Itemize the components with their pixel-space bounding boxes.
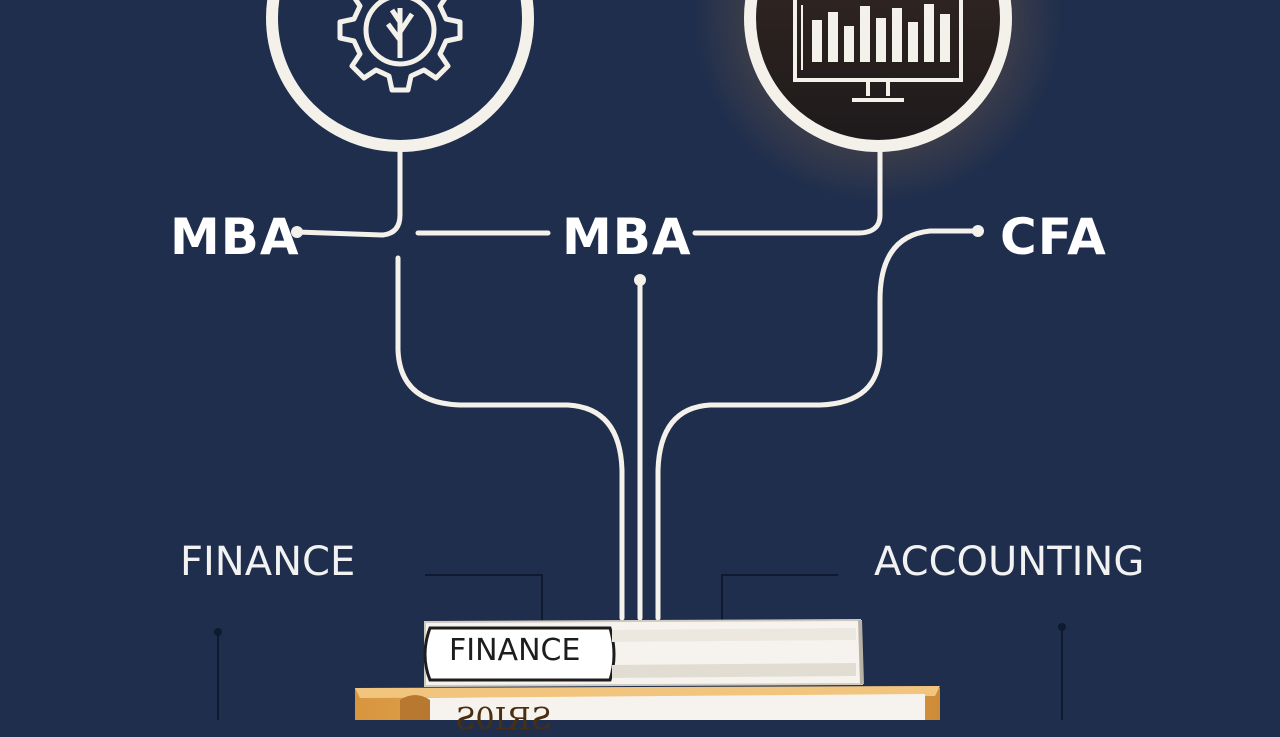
book-title-bottom: Ƨ0IЯƧ — [455, 702, 552, 737]
diagram-canvas — [214, 0, 1066, 720]
connector-dot — [634, 274, 646, 286]
side-label-accounting: ACCOUNTING — [874, 539, 1145, 585]
node-label-left: MBA — [170, 208, 300, 266]
node-label-right: CFA — [1000, 208, 1107, 266]
guide-lines — [217, 574, 1063, 720]
gear-plant-icon — [266, 0, 534, 152]
career-path-diagram: MBA MBA CFA FINANCE ACCOUNTING FINANCE Ƨ… — [170, 0, 1145, 735]
connector-lines — [294, 143, 981, 621]
side-label-finance: FINANCE — [180, 539, 356, 585]
connector-dot — [972, 225, 984, 237]
book-title-top: FINANCE — [449, 633, 581, 668]
node-label-center: MBA — [562, 208, 692, 266]
bar-chart-monitor-icon — [744, 0, 1012, 152]
connector-dot — [291, 226, 303, 238]
book-stack — [355, 618, 940, 720]
